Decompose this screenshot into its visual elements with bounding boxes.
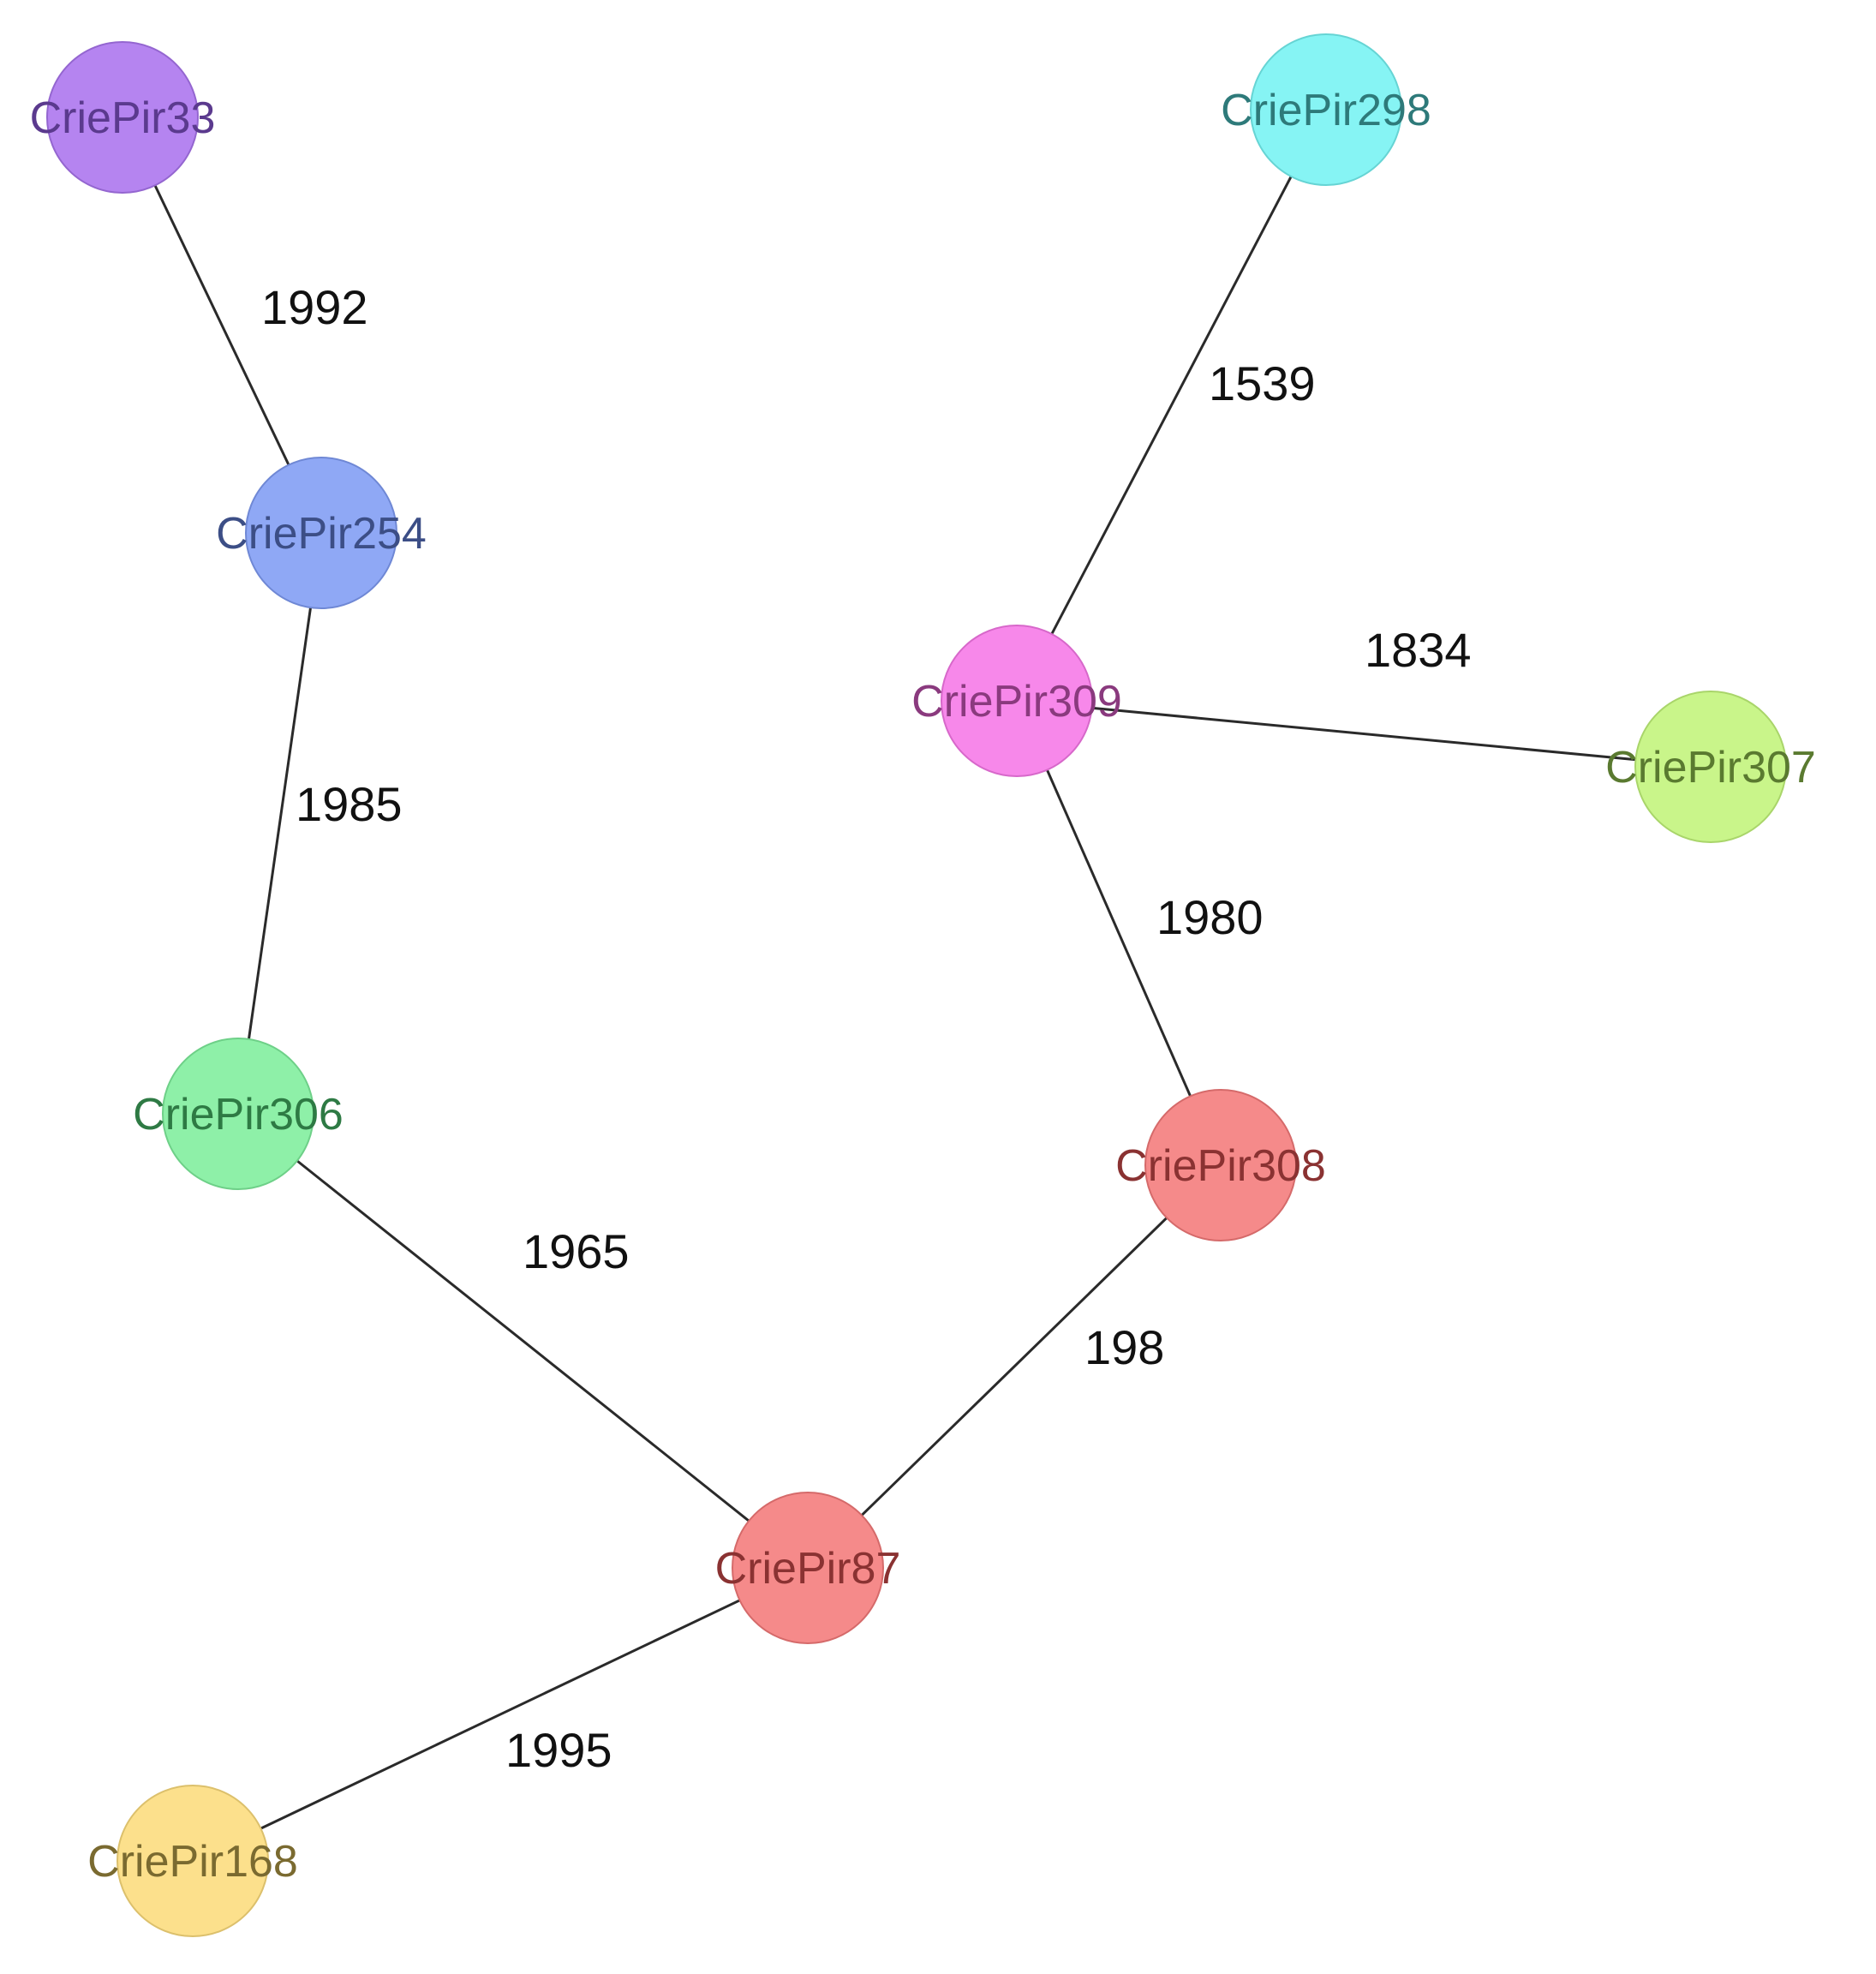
edge-label-CriePir33-CriePir254: 1992 — [261, 280, 368, 334]
edge-CriePir254-CriePir306 — [236, 532, 323, 1115]
node-CriePir309[interactable]: CriePir309 — [911, 625, 1122, 777]
node-circle-CriePir33[interactable] — [46, 41, 199, 194]
node-CriePir254[interactable]: CriePir254 — [216, 457, 427, 609]
node-label-CriePir307: CriePir307 — [1605, 743, 1816, 793]
edge-CriePir306-CriePir87 — [237, 1112, 809, 1570]
nodes-layer: CriePir33CriePir254CriePir306CriePir87Cr… — [30, 33, 1816, 1937]
edge-label-CriePir87-CriePir168: 1995 — [505, 1723, 612, 1777]
node-circle-CriePir254[interactable] — [245, 457, 397, 609]
edge-CriePir87-CriePir308 — [806, 1163, 1222, 1570]
node-CriePir168[interactable]: CriePir168 — [87, 1785, 298, 1937]
node-circle-CriePir308[interactable] — [1144, 1089, 1297, 1241]
edge-label-CriePir309-CriePir307: 1834 — [1365, 623, 1472, 677]
edge-label-CriePir309-CriePir298: 1539 — [1209, 356, 1316, 410]
node-label-CriePir87: CriePir87 — [715, 1544, 901, 1594]
edge-CriePir309-CriePir307 — [1016, 699, 1712, 769]
node-circle-CriePir298[interactable] — [1250, 33, 1402, 186]
edge-CriePir308-CriePir309 — [1015, 700, 1222, 1166]
edge-label-CriePir306-CriePir87: 1965 — [523, 1224, 630, 1278]
node-label-CriePir33: CriePir33 — [30, 93, 216, 143]
edge-label-CriePir308-CriePir309: 1980 — [1156, 890, 1264, 944]
node-label-CriePir298: CriePir298 — [1221, 86, 1431, 135]
node-circle-CriePir306[interactable] — [162, 1038, 314, 1190]
node-circle-CriePir168[interactable] — [117, 1785, 269, 1937]
edge-CriePir33-CriePir254 — [121, 117, 323, 534]
node-CriePir33[interactable]: CriePir33 — [30, 41, 216, 194]
node-circle-CriePir87[interactable] — [732, 1492, 884, 1644]
node-CriePir87[interactable]: CriePir87 — [715, 1492, 901, 1644]
edge-CriePir87-CriePir168 — [192, 1566, 809, 1863]
node-CriePir308[interactable]: CriePir308 — [1115, 1089, 1326, 1241]
node-label-CriePir308: CriePir308 — [1115, 1141, 1326, 1191]
edges-layer — [121, 109, 1712, 1863]
node-CriePir306[interactable]: CriePir306 — [133, 1038, 344, 1190]
edge-CriePir309-CriePir298 — [1015, 109, 1328, 702]
node-label-CriePir306: CriePir306 — [133, 1090, 344, 1140]
node-CriePir298[interactable]: CriePir298 — [1221, 33, 1431, 186]
node-circle-CriePir309[interactable] — [941, 625, 1093, 777]
node-circle-CriePir307[interactable] — [1634, 691, 1787, 843]
edge-label-CriePir254-CriePir306: 1985 — [296, 777, 403, 831]
node-label-CriePir309: CriePir309 — [911, 677, 1122, 727]
node-label-CriePir168: CriePir168 — [87, 1837, 298, 1887]
edge-label-CriePir87-CriePir308: 198 — [1084, 1320, 1164, 1374]
node-label-CriePir254: CriePir254 — [216, 509, 427, 559]
node-CriePir307[interactable]: CriePir307 — [1605, 691, 1816, 843]
edge-labels-layer: 1992 1985 1965 1995 198 1980 1539 1834 — [261, 280, 1472, 1777]
